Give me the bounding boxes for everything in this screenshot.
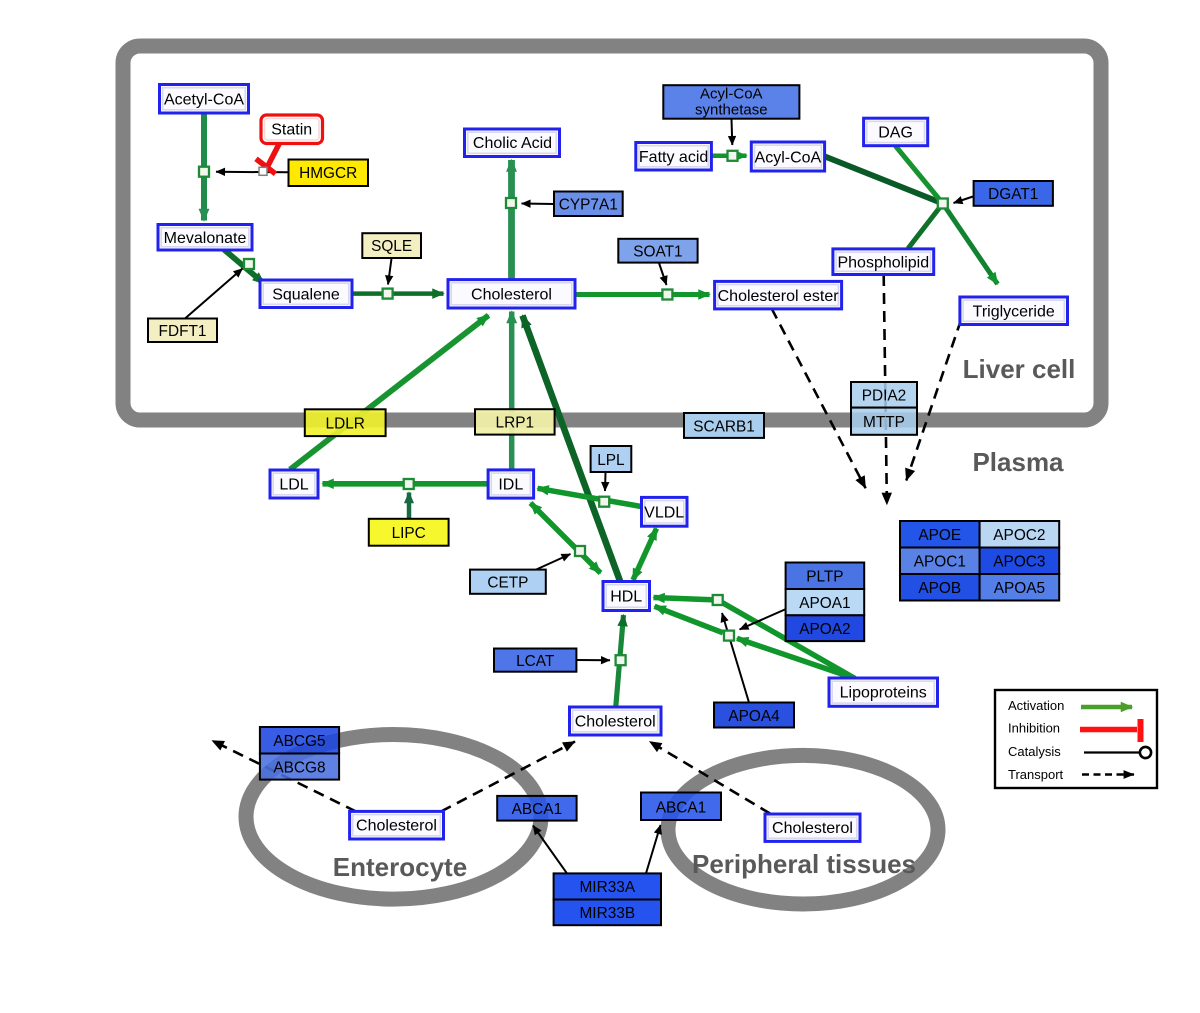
svg-text:Inhibition: Inhibition <box>1008 721 1060 736</box>
svg-text:APOA5: APOA5 <box>994 580 1045 597</box>
svg-text:MIR33B: MIR33B <box>579 905 635 922</box>
svg-text:Cholic Acid: Cholic Acid <box>473 135 552 152</box>
svg-text:Cholesterol: Cholesterol <box>356 818 437 835</box>
svg-text:Cholesterol: Cholesterol <box>772 820 853 837</box>
svg-text:Cholesterol: Cholesterol <box>575 714 656 731</box>
svg-text:Acyl-CoA: Acyl-CoA <box>755 150 822 167</box>
svg-text:Mevalonate: Mevalonate <box>164 230 247 247</box>
svg-text:Peripheral tissues: Peripheral tissues <box>692 849 916 879</box>
svg-text:PDIA2: PDIA2 <box>862 388 906 405</box>
svg-text:HDL: HDL <box>610 589 642 606</box>
svg-text:APOC2: APOC2 <box>993 527 1045 544</box>
svg-text:FDFT1: FDFT1 <box>159 323 207 340</box>
svg-text:Enterocyte: Enterocyte <box>333 852 467 882</box>
svg-text:CETP: CETP <box>487 575 528 592</box>
svg-text:Fatty acid: Fatty acid <box>639 149 708 166</box>
svg-text:ABCG5: ABCG5 <box>273 733 325 750</box>
svg-text:LCAT: LCAT <box>516 653 555 670</box>
svg-text:LPL: LPL <box>597 452 625 469</box>
svg-text:Triglyceride: Triglyceride <box>973 304 1055 321</box>
svg-text:Transport: Transport <box>1008 767 1064 782</box>
svg-text:CYP7A1: CYP7A1 <box>559 197 618 214</box>
svg-text:PLTP: PLTP <box>806 569 843 586</box>
svg-text:Cholesterol ester: Cholesterol ester <box>718 288 840 305</box>
svg-text:Activation: Activation <box>1008 698 1064 713</box>
svg-text:DGAT1: DGAT1 <box>988 186 1038 203</box>
svg-text:Cholesterol: Cholesterol <box>471 287 552 304</box>
svg-text:Statin: Statin <box>271 122 312 139</box>
svg-text:Lipoproteins: Lipoproteins <box>840 685 927 702</box>
svg-text:VLDL: VLDL <box>644 505 684 522</box>
svg-text:synthetase: synthetase <box>695 102 768 119</box>
svg-text:Plasma: Plasma <box>972 447 1064 477</box>
svg-text:IDL: IDL <box>498 477 523 494</box>
svg-text:SCARB1: SCARB1 <box>693 419 755 436</box>
svg-text:LDL: LDL <box>279 477 308 494</box>
svg-text:APOA1: APOA1 <box>799 595 850 612</box>
svg-text:DAG: DAG <box>878 125 913 142</box>
svg-text:ABCA1: ABCA1 <box>512 801 562 818</box>
svg-text:LDLR: LDLR <box>326 416 365 433</box>
svg-text:APOA4: APOA4 <box>728 708 780 725</box>
svg-text:Acetyl-CoA: Acetyl-CoA <box>164 92 244 109</box>
svg-text:MTTP: MTTP <box>863 414 905 431</box>
svg-text:APOC1: APOC1 <box>914 554 966 571</box>
svg-text:Squalene: Squalene <box>272 287 340 304</box>
svg-text:APOE: APOE <box>918 527 961 544</box>
svg-text:Phospholipid: Phospholipid <box>837 255 929 272</box>
svg-text:ABCG8: ABCG8 <box>273 760 325 777</box>
svg-text:MIR33A: MIR33A <box>579 879 635 896</box>
svg-text:Liver cell: Liver cell <box>963 354 1076 384</box>
svg-text:SOAT1: SOAT1 <box>633 244 682 261</box>
svg-text:Catalysis: Catalysis <box>1008 744 1061 759</box>
svg-text:LRP1: LRP1 <box>496 415 535 432</box>
svg-text:Acyl-CoA: Acyl-CoA <box>700 86 763 103</box>
svg-text:APOB: APOB <box>918 580 961 597</box>
svg-text:LIPC: LIPC <box>392 525 426 542</box>
svg-text:SQLE: SQLE <box>371 238 412 255</box>
svg-text:APOC3: APOC3 <box>993 554 1045 571</box>
svg-text:HMGCR: HMGCR <box>299 165 357 182</box>
svg-text:ABCA1: ABCA1 <box>656 800 706 817</box>
svg-text:APOA2: APOA2 <box>799 621 850 638</box>
